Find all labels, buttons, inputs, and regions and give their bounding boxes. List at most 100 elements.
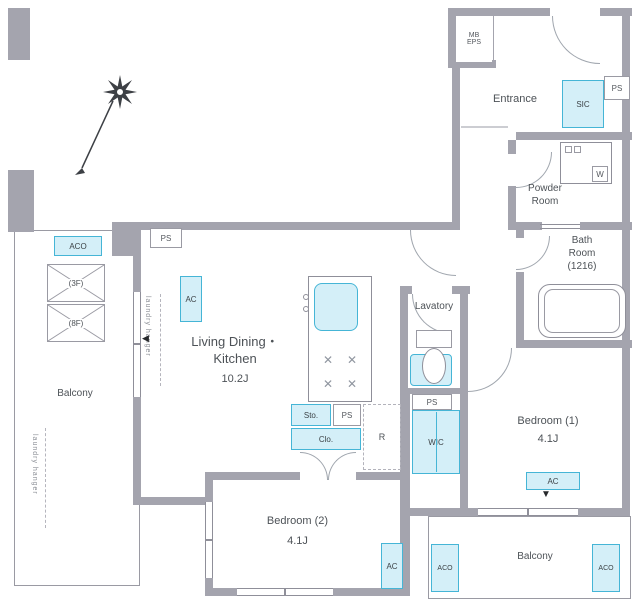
wall-segment [205, 472, 300, 480]
wall-segment [133, 497, 213, 505]
refrigerator-space: R [363, 404, 401, 470]
refrigerator-label: R [378, 432, 386, 442]
ps-box-lavatory: PS [412, 394, 452, 410]
wall-segment [400, 394, 410, 596]
wall-segment [452, 66, 460, 230]
wall-segment [136, 222, 452, 230]
mb-eps-box: MB EPS [456, 16, 492, 62]
entrance-step-line [461, 126, 508, 128]
closet-box: Clo. [291, 428, 361, 450]
kitchen-sink [314, 283, 358, 331]
sliding-door-line [540, 228, 580, 229]
wall-segment [580, 222, 632, 230]
counter-knob-icon [303, 306, 309, 312]
wall-segment [516, 222, 542, 230]
door-arc-ldk [410, 230, 456, 276]
wall-segment [516, 272, 524, 348]
wall-segment [622, 8, 630, 516]
wall-segment [205, 472, 213, 502]
storage-box: Sto. [291, 404, 331, 426]
wall-segment [205, 578, 213, 596]
ac-unit-ldk: AC [180, 276, 202, 322]
window-marker-triangle: ▼ [541, 489, 551, 500]
wall-segment [460, 286, 468, 516]
ps-box-ldk: PS [150, 228, 182, 248]
laundry-hanger-rail [45, 428, 46, 528]
bedroom1-name-label: Bedroom (1) [517, 415, 579, 427]
bathtub-inner [544, 289, 620, 333]
window-mullion [527, 508, 529, 516]
wall-segment [406, 508, 462, 516]
wall-segment [400, 388, 468, 394]
ac-unit-bedroom1: AC [526, 472, 580, 490]
ldk-name-label: Living Dining・ Kitchen [191, 334, 279, 366]
burner-x-icon: ✕ [322, 353, 334, 367]
hatch-3f-label: (3F) [66, 278, 86, 288]
sliding-door-line [540, 224, 580, 225]
washer-detail [565, 146, 572, 153]
wall-segment [133, 397, 141, 501]
compass-tail [81, 100, 114, 169]
washer-label-box: W [592, 166, 608, 182]
mb-eps-label: MB EPS [466, 32, 481, 46]
door-arc-bedroom1 [468, 348, 512, 392]
wall-segment [460, 508, 478, 516]
laundry-hanger-label-ldk: laundry hanger [144, 296, 151, 357]
lavatory-label: Lavatory [414, 301, 454, 312]
wall-segment [516, 340, 632, 348]
wall-segment [333, 588, 406, 596]
compass-center [116, 88, 124, 96]
toilet-bowl [422, 348, 446, 384]
window-marker-triangle: ◀ [142, 333, 149, 343]
wall-segment [578, 508, 630, 516]
wall-segment [112, 222, 136, 256]
compass-tail-flag [75, 168, 85, 175]
wall-segment [448, 8, 456, 66]
counter-knob-icon [303, 294, 309, 300]
ps-box-top-right: PS [604, 76, 630, 100]
hatch-3f-label-wrap: (3F) [47, 264, 105, 302]
wall-segment [400, 286, 408, 394]
wall-segment [8, 8, 30, 60]
door-arc-closet-right [328, 452, 356, 480]
burner-x-icon: ✕ [322, 377, 334, 391]
balcony-bottom-label: Balcony [517, 551, 553, 562]
stove-burner-icon: ✕ ✕ ✕ ✕ [314, 348, 366, 396]
wall-segment [600, 8, 632, 16]
laundry-hanger-rail [160, 294, 161, 386]
washer-label: W [596, 169, 604, 179]
north-compass-icon [75, 75, 137, 175]
bedroom2-name-label: Bedroom (2) [266, 515, 329, 527]
burner-x-icon: ✕ [346, 353, 358, 367]
window-mullion [205, 539, 213, 541]
hatch-8f-label-wrap: (8F) [47, 304, 105, 342]
wall-segment [205, 588, 237, 596]
wall-segment [493, 16, 494, 60]
wall-segment [8, 170, 34, 232]
aco-unit-balcony-bottom-right: ACO [592, 544, 620, 592]
aco-unit-balcony-bottom-left: ACO [431, 544, 459, 592]
wall-segment [508, 140, 516, 154]
door-arc-closet-left [300, 452, 328, 480]
wall-segment [508, 186, 516, 230]
ldk-size-label: 10.2J [221, 373, 249, 385]
balcony-left-label: Balcony [57, 388, 93, 399]
door-arc-entrance [552, 16, 600, 64]
window-mullion [284, 588, 286, 596]
burner-x-icon: ✕ [346, 377, 358, 391]
wall-segment [448, 60, 496, 68]
wall-segment [516, 230, 524, 238]
bedroom2-size-label: 4.1J [287, 535, 308, 547]
wall-segment [516, 132, 632, 140]
wic-divider [436, 412, 437, 472]
hatch-8f-label: (8F) [66, 318, 86, 328]
door-arc-bath [516, 236, 550, 270]
laundry-hanger-label-balcony: laundry hanger [31, 434, 38, 495]
aco-unit-balcony-left: ACO [54, 236, 102, 256]
ac-unit-bedroom2: AC [381, 543, 403, 589]
sic-closet: SIC [562, 80, 604, 128]
bedroom1-size-label: 4.1J [537, 433, 559, 445]
wall-segment [448, 8, 550, 16]
wall-segment [356, 472, 406, 480]
